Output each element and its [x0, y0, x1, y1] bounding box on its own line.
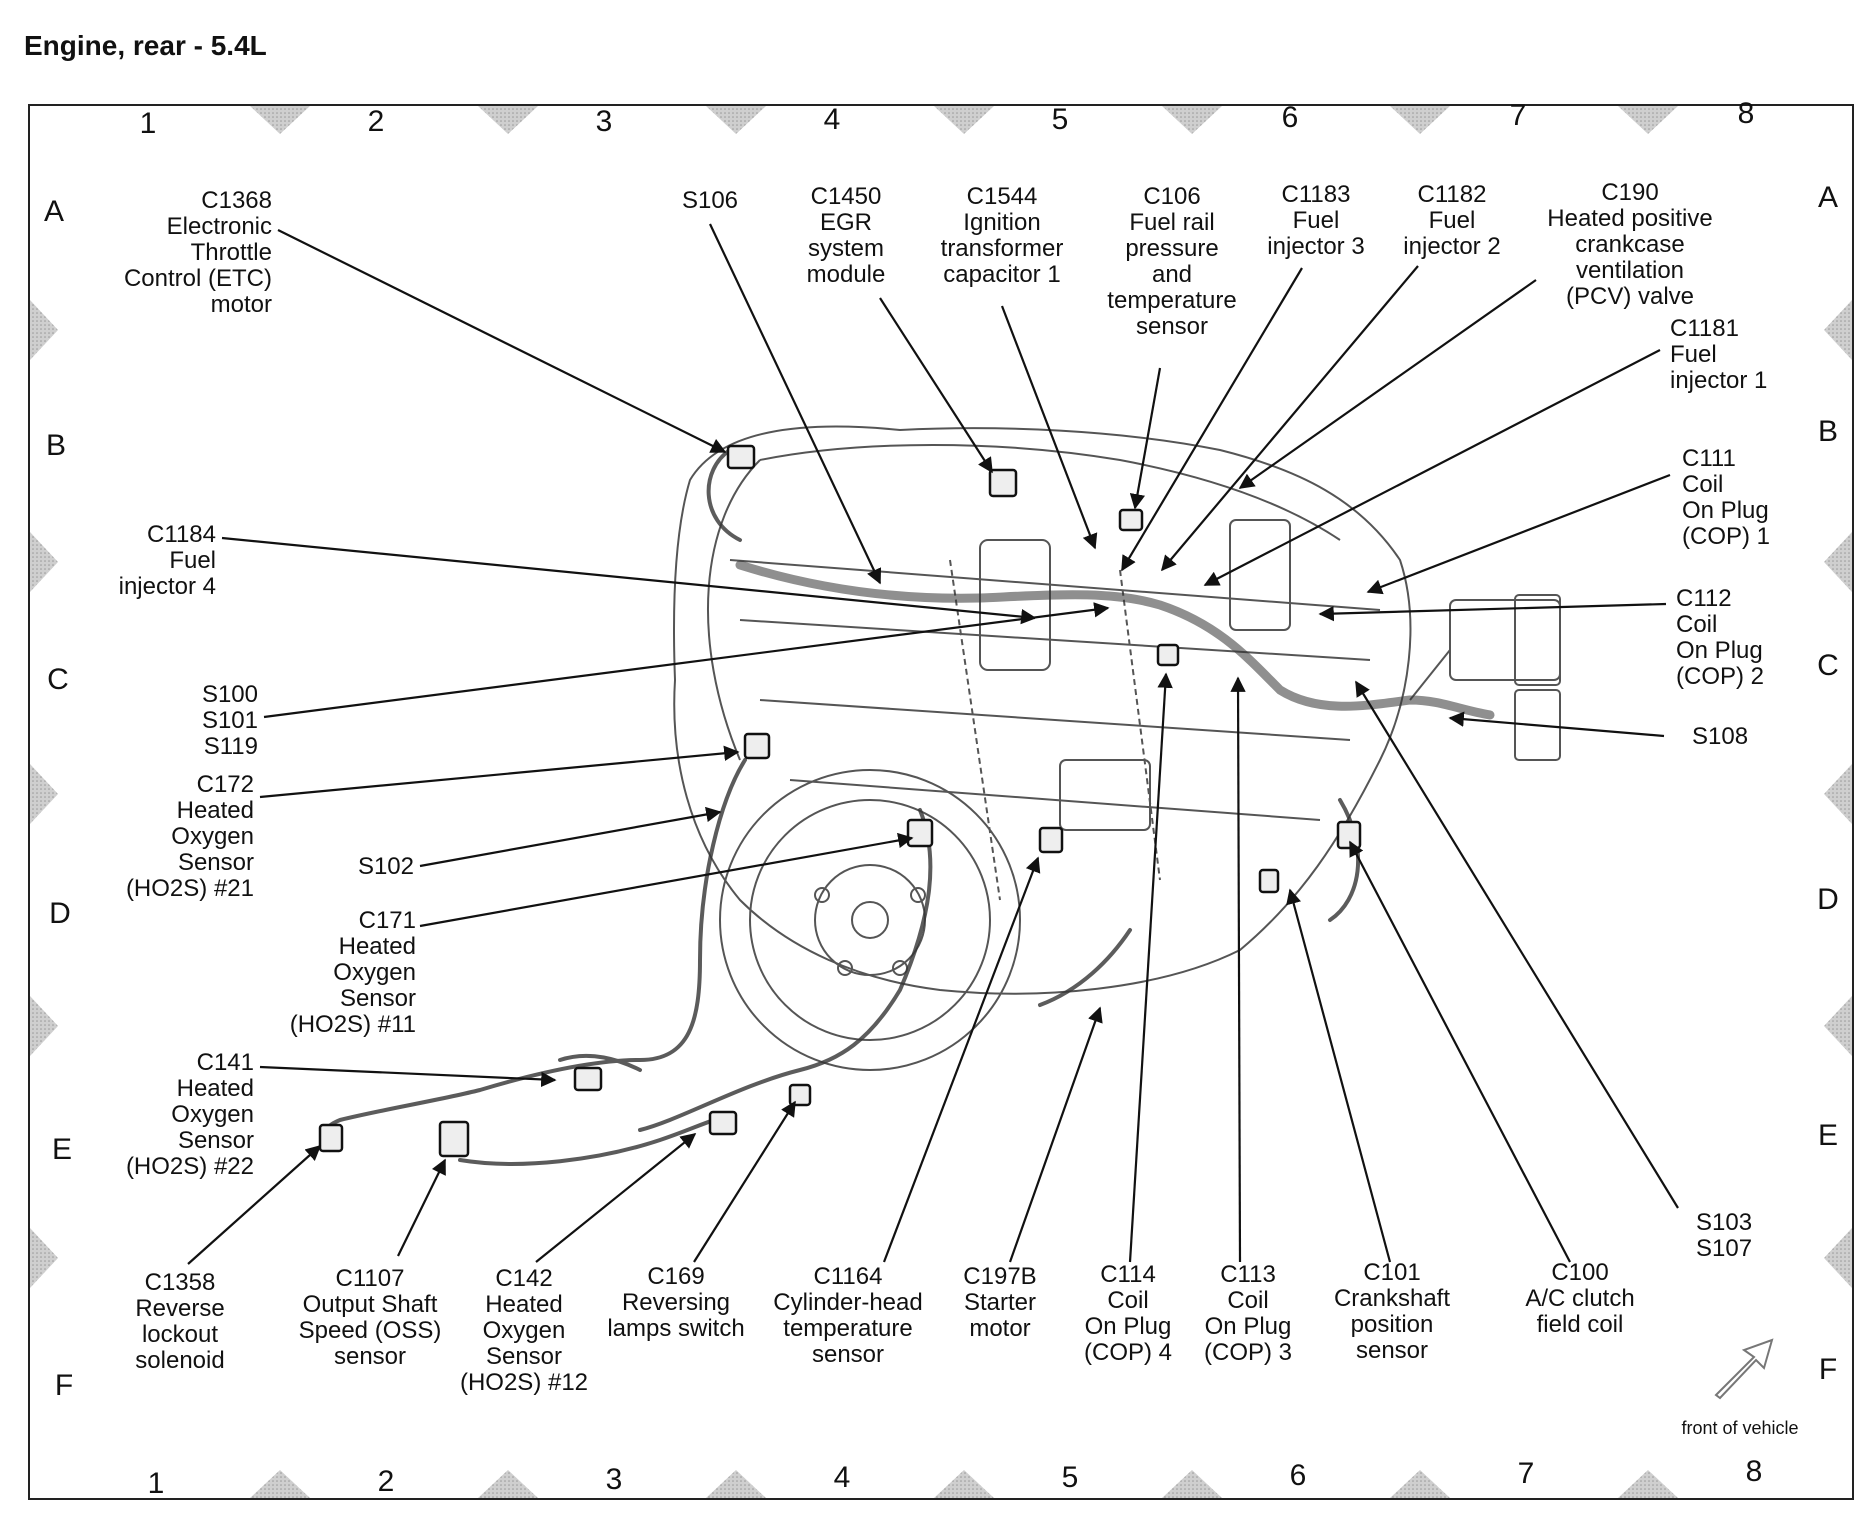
grid-col-7-top: 7	[1509, 99, 1527, 132]
callout-c1450: C1450 EGR system module	[806, 183, 886, 288]
callout-c106: C106 Fuel rail pressure and temperature …	[1107, 183, 1237, 340]
grid-row-d-right: D	[1817, 883, 1839, 916]
callout-c114: C114 Coil On Plug (COP) 4	[1083, 1261, 1173, 1366]
grid-col-5-bottom: 5	[1061, 1461, 1079, 1494]
callout-c142: C142 Heated Oxygen Sensor (HO2S) #12	[459, 1265, 589, 1396]
grid-row-e-left: E	[51, 1133, 73, 1166]
grid-col-3-bottom: 3	[605, 1463, 623, 1496]
grid-col-8-top: 8	[1737, 97, 1755, 130]
wiring-harness	[735, 560, 1495, 720]
grid-row-a-left: A	[43, 195, 65, 228]
grid-col-4-top: 4	[823, 103, 841, 136]
grid-row-f-right: F	[1818, 1353, 1838, 1386]
callout-c141: C141 Heated Oxygen Sensor (HO2S) #22	[125, 1049, 254, 1180]
grid-row-a-right: A	[1817, 181, 1839, 214]
callout-c172: C172 Heated Oxygen Sensor (HO2S) #21	[125, 771, 254, 902]
grid-row-e-right: E	[1817, 1119, 1839, 1152]
callout-c197b: C197B Starter motor	[963, 1263, 1037, 1342]
callout-c112: C112 Coil On Plug (COP) 2	[1676, 585, 1765, 690]
callout-c1544: C1544 Ignition transformer capacitor 1	[940, 183, 1064, 288]
grid-col-4-bottom: 4	[833, 1461, 851, 1494]
callout-s106: S106	[681, 187, 739, 214]
page-title: Engine, rear - 5.4L	[24, 30, 267, 61]
leader-lines	[187, 223, 1679, 1265]
callout-s102: S102	[357, 853, 414, 880]
grid-col-6-bottom: 6	[1289, 1459, 1307, 1492]
grid-col-1-bottom: 1	[147, 1467, 165, 1500]
callout-c113: C113 Coil On Plug (COP) 3	[1203, 1261, 1293, 1366]
grid-row-c-right: C	[1817, 649, 1839, 682]
grid-row-d-left: D	[49, 897, 71, 930]
grid-col-8-bottom: 8	[1745, 1455, 1763, 1488]
front-arrow-icon	[1714, 1338, 1774, 1400]
callout-c169: C169 Reversing lamps switch	[607, 1263, 745, 1342]
connectors	[318, 444, 1362, 1158]
grid-markers	[30, 106, 1852, 1498]
callout-s103-s107: S103 S107	[1696, 1209, 1753, 1262]
callout-c111: C111 Coil On Plug (COP) 1	[1682, 445, 1771, 550]
callout-c1184: C1184 Fuel injector 4	[118, 521, 216, 600]
callout-s108: S108	[1692, 723, 1749, 750]
diagram-frame	[28, 104, 1854, 1500]
grid-col-3-top: 3	[595, 105, 613, 138]
grid-col-2-top: 2	[367, 105, 385, 138]
grid-row-c-left: C	[47, 663, 69, 696]
grid-row-f-left: F	[54, 1369, 74, 1402]
grid-row-b-right: B	[1817, 415, 1839, 448]
callout-c1358: C1358 Reverse lockout solenoid	[135, 1269, 225, 1374]
callout-c101: C101 Crankshaft position sensor	[1333, 1259, 1451, 1364]
callout-s100-s101-s119: S100 S101 S119	[201, 681, 258, 760]
callout-c1181: C1181 Fuel injector 1	[1670, 315, 1768, 394]
grid-col-5-top: 5	[1051, 103, 1069, 136]
callout-c1183: C1183 Fuel injector 3	[1267, 181, 1365, 260]
grid-row-b-left: B	[45, 429, 67, 462]
callout-c100: C100 A/C clutch field coil	[1525, 1259, 1635, 1338]
grid-col-2-bottom: 2	[377, 1465, 395, 1498]
engine-illustration	[672, 425, 1561, 1071]
callout-c1164: C1164 Cylinder-head temperature sensor	[773, 1263, 923, 1368]
callout-c1182: C1182 Fuel injector 2	[1403, 181, 1501, 260]
front-of-vehicle-label: front of vehicle	[1681, 1418, 1799, 1438]
grid-col-7-bottom: 7	[1517, 1457, 1535, 1490]
callout-c190: C190 Heated positive crankcase ventilati…	[1547, 179, 1713, 310]
callout-c1368: C1368 Electronic Throttle Control (ETC) …	[123, 187, 272, 318]
sensor-wires	[321, 448, 1361, 1166]
callout-c171: C171 Heated Oxygen Sensor (HO2S) #11	[289, 907, 416, 1038]
grid-col-6-top: 6	[1281, 101, 1299, 134]
callout-c1107: C1107 Output Shaft Speed (OSS) sensor	[298, 1265, 442, 1370]
grid-col-1-top: 1	[139, 107, 157, 140]
